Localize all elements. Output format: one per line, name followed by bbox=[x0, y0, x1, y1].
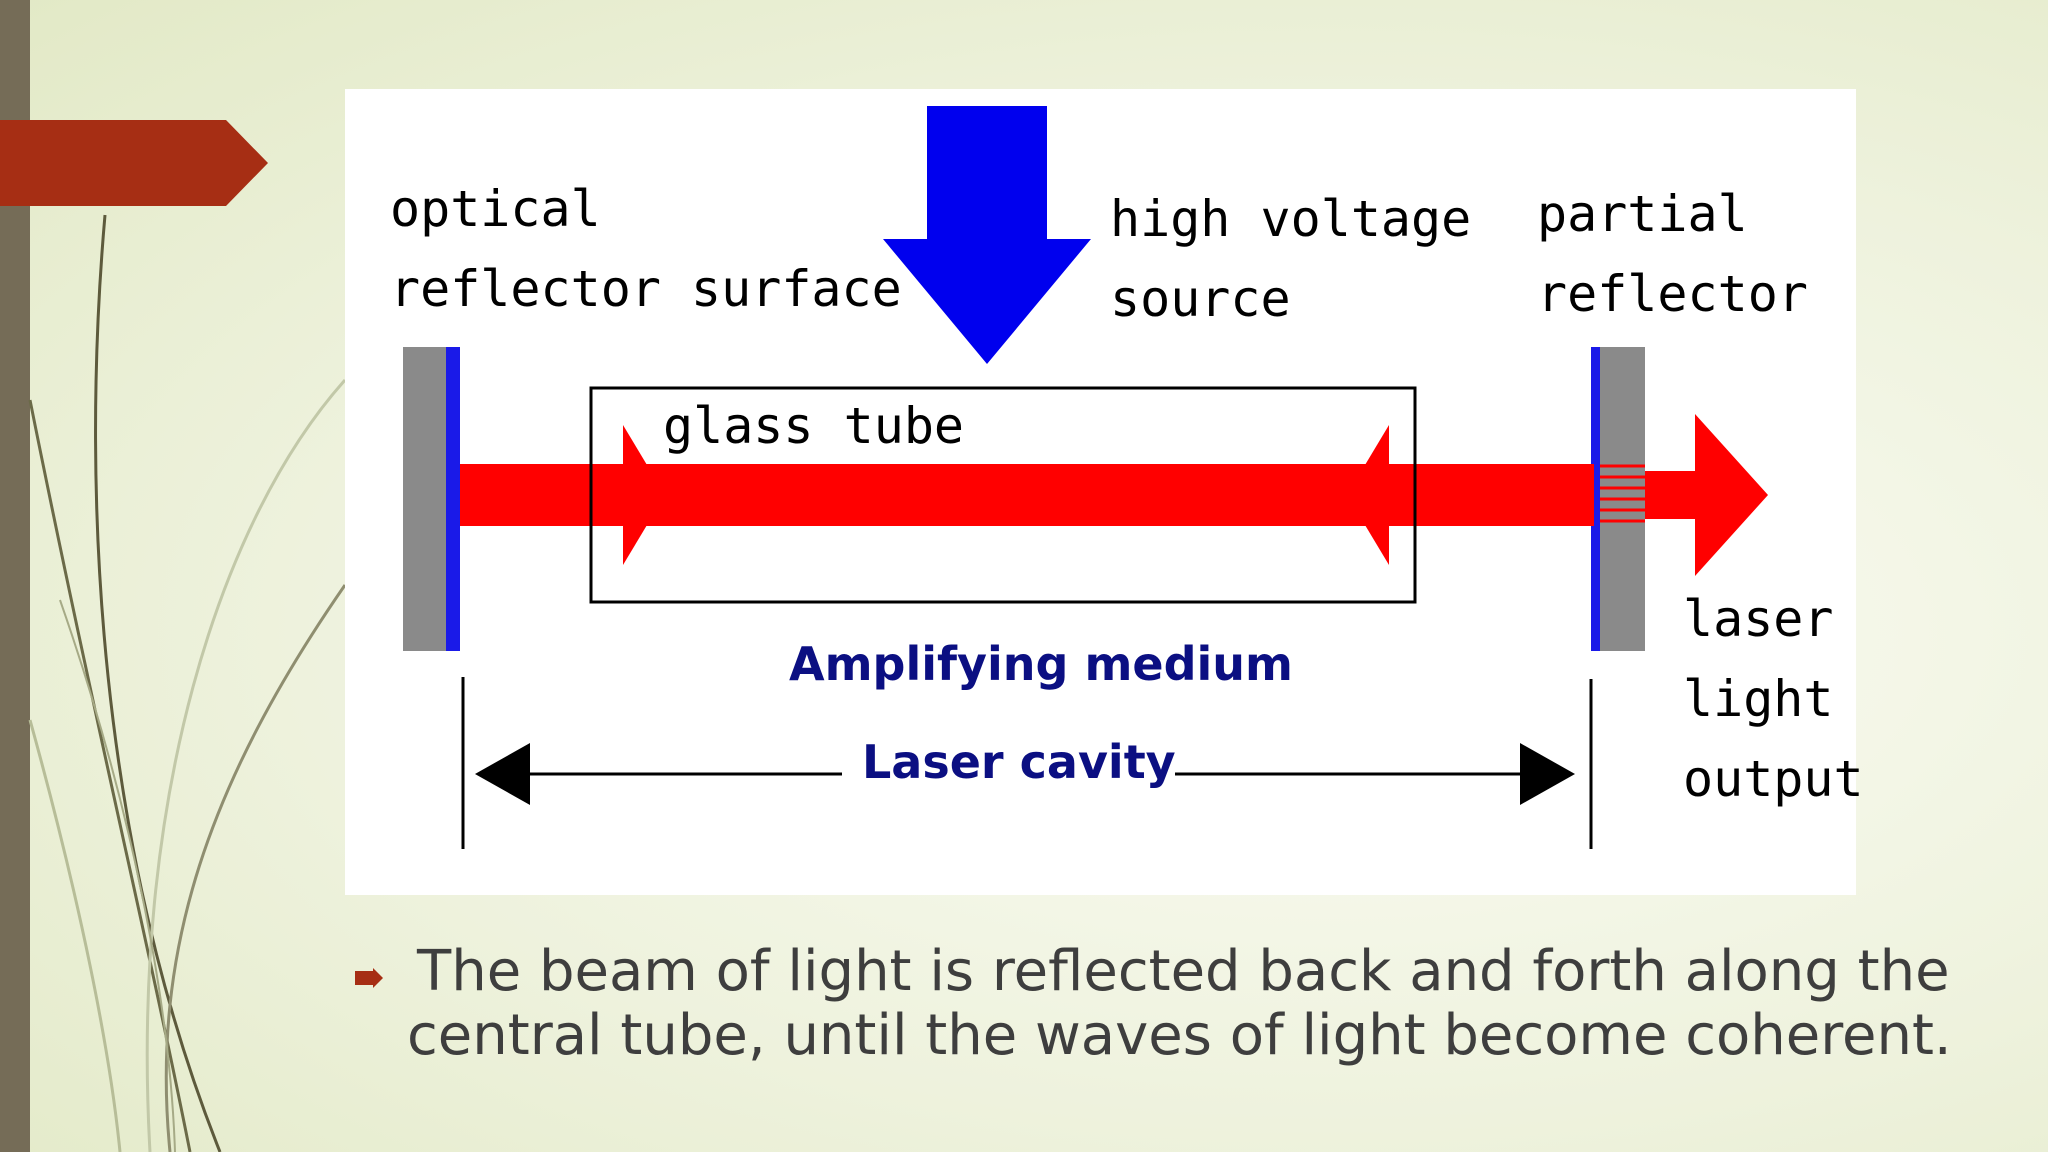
cavity-arrow-left bbox=[475, 743, 530, 805]
optical-reflector-label-line1: optical bbox=[390, 180, 601, 238]
output-arrowhead bbox=[1695, 414, 1768, 576]
bullet-item: The beam of light is reflected back and … bbox=[355, 940, 2025, 1068]
title-tab-shape bbox=[0, 120, 268, 206]
optical-reflector-mirror bbox=[403, 347, 446, 651]
partial-reflector-surface bbox=[1591, 347, 1600, 651]
high-voltage-arrow bbox=[883, 106, 1091, 364]
partial-reflector-label-line2: reflector bbox=[1537, 265, 1808, 323]
laser-diagram: optical reflector surface high voltage s… bbox=[345, 89, 1864, 895]
partial-reflector-label-line1: partial bbox=[1537, 185, 1748, 243]
laser-output-label-line3: output bbox=[1683, 750, 1864, 808]
beam-arrowhead-right bbox=[623, 425, 665, 565]
partial-reflector-stripes bbox=[1600, 464, 1645, 523]
high-voltage-label-line1: high voltage bbox=[1110, 190, 1472, 248]
laser-output-label-line1: laser bbox=[1683, 590, 1834, 648]
decorative-grass-lines bbox=[28, 214, 347, 1152]
optical-reflector-surface bbox=[446, 347, 460, 651]
output-beam bbox=[1645, 471, 1695, 519]
cavity-arrow-right bbox=[1520, 743, 1575, 805]
high-voltage-label-line2: source bbox=[1110, 270, 1291, 328]
optical-reflector-label-line2: reflector surface bbox=[390, 260, 902, 318]
arrow-bullet-icon bbox=[355, 968, 383, 988]
laser-output-label-line2: light bbox=[1683, 670, 1834, 728]
glass-tube-outline bbox=[589, 386, 1417, 604]
glass-tube-label: glass tube bbox=[663, 397, 965, 455]
bullet-text: The beam of light is reflected back and … bbox=[407, 939, 1952, 1068]
beam-arrowhead-left bbox=[1347, 425, 1389, 565]
amplifying-medium-label: Amplifying medium bbox=[789, 637, 1293, 691]
laser-cavity-label: Laser cavity bbox=[862, 735, 1176, 789]
